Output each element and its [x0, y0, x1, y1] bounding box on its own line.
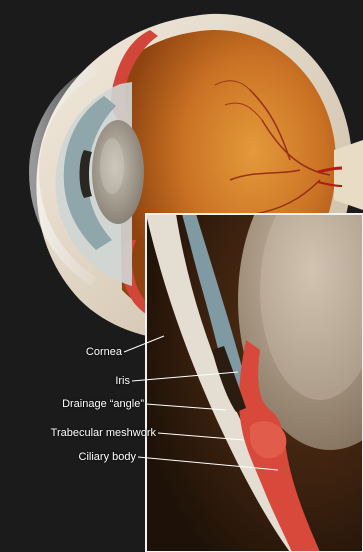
label-drainage-angle: Drainage “angle” [20, 398, 144, 410]
label-iris: Iris [58, 375, 130, 387]
label-cornea: Cornea [52, 346, 122, 358]
label-ciliary-body: Ciliary body [30, 451, 136, 463]
label-trabecular-meshwork: Trabecular meshwork [6, 427, 156, 439]
